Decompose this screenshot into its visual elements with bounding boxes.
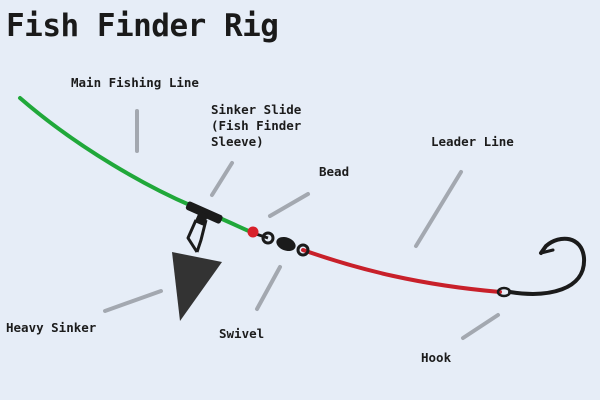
bead xyxy=(247,226,259,238)
sinker-slide-sleeve xyxy=(185,201,223,226)
label-heavy-sinker: Heavy Sinker xyxy=(6,320,97,335)
label-sinker-slide: Sinker Slide (Fish Finder Sleeve) xyxy=(211,102,302,149)
diagram-title: Fish Finder Rig xyxy=(6,8,279,44)
label-leader-line: Leader Line xyxy=(431,134,514,149)
hook xyxy=(496,236,587,298)
bead-pointer xyxy=(268,192,310,218)
hook-pointer xyxy=(461,313,500,340)
heavy-sinker-pointer xyxy=(103,289,163,313)
leader-line xyxy=(301,248,502,294)
label-swivel: Swivel xyxy=(219,326,265,341)
label-bead: Bead xyxy=(319,164,350,179)
swivel-pointer xyxy=(255,265,282,311)
label-hook: Hook xyxy=(421,350,452,365)
sinker-slide-pointer xyxy=(210,161,234,197)
label-main-fishing-line: Main Fishing Line xyxy=(71,75,199,90)
swivel xyxy=(261,231,310,257)
leader-line-pointer xyxy=(414,170,463,248)
main-fishing-line xyxy=(18,96,253,234)
heavy-sinker xyxy=(172,219,222,321)
